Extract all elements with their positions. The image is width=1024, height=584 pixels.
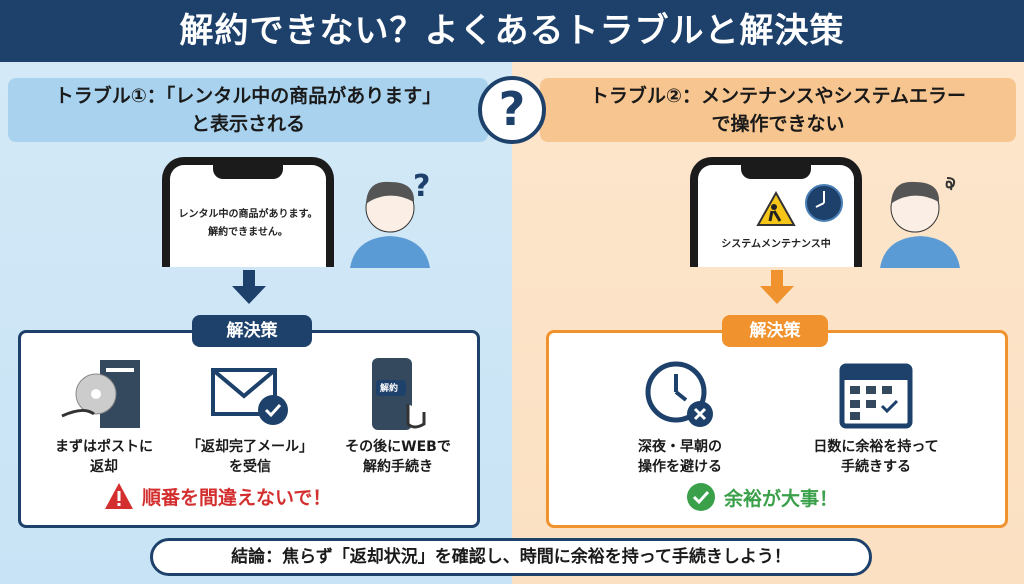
solution1-step3: 解約 その後にWEBで 解約手続き <box>328 355 468 477</box>
check-circle-icon <box>687 483 715 511</box>
worried-person-icon <box>880 177 960 268</box>
clock-x-icon <box>645 361 713 427</box>
screen-maintenance-text: システムメンテナンス中 <box>721 239 831 250</box>
solution2-step2: 日数に余裕を持って 手続きする <box>806 355 946 477</box>
trouble1-title-line1: トラブル①：「レンタル中の商品があります」 <box>54 85 442 107</box>
trouble2-heading: トラブル②：メンテナンスやシステムエラー で操作できない <box>540 78 1016 142</box>
question-mark-icon: ? <box>478 76 546 144</box>
trouble2-title-line1: トラブル②：メンテナンスやシステムエラー <box>589 85 967 107</box>
tip-message: 余裕が大事！ <box>686 482 838 512</box>
construction-warning-icon <box>756 191 796 226</box>
phone-maintenance-screen: システムメンテナンス中 <box>690 157 862 267</box>
down-arrow-icon <box>760 270 794 304</box>
solution1-label: 解決策 <box>192 315 312 347</box>
step2-text: 日数に余裕を持って 手続きする <box>813 439 939 475</box>
svg-text:?: ? <box>413 169 430 204</box>
screen-message-line2: 解約できません。 <box>208 227 288 238</box>
calendar-check-icon <box>839 363 913 429</box>
post-return-icon <box>61 360 140 428</box>
warning-text: 順番を間違えないで！ <box>142 486 332 509</box>
step2-text: 「返却完了メール」 を受信 <box>187 439 313 475</box>
cancel-badge: 解約 <box>380 384 399 394</box>
down-arrow-icon <box>232 270 266 304</box>
phone-tap-icon <box>372 358 426 430</box>
tip-text: 余裕が大事！ <box>724 487 839 510</box>
warning-icon <box>105 483 133 509</box>
solution2-step1: 深夜・早朝の 操作を避ける <box>610 355 750 477</box>
step1-text: まずはポストに 返却 <box>55 439 153 475</box>
page-title: 解約できない？よくあるトラブルと解決策 <box>0 0 1024 62</box>
mail-check-icon <box>211 368 288 425</box>
trouble2-title-line2: で操作できない <box>711 113 845 135</box>
clock-icon <box>805 184 843 222</box>
confused-person-icon: ? <box>350 169 430 268</box>
phone-error-screen: レンタル中の商品があります。 解約できません。 <box>162 157 334 267</box>
step3-text: その後にWEBで 解約手続き <box>345 439 451 475</box>
solution2-box <box>546 330 1008 528</box>
trouble1-title-line2: と表示される <box>190 113 305 135</box>
trouble1-heading: トラブル①：「レンタル中の商品があります」 と表示される <box>8 78 488 142</box>
step1-text: 深夜・早朝の 操作を避ける <box>638 439 722 475</box>
warning-message: 順番を間違えないで！ <box>104 482 331 510</box>
solution1-step2: 「返却完了メール」 を受信 <box>180 355 320 477</box>
solution2-label: 解決策 <box>722 315 828 347</box>
screen-message-line1: レンタル中の商品があります。 <box>178 209 318 220</box>
solution1-step1: まずはポストに 返却 <box>34 355 174 477</box>
conclusion-banner: 結論：焦らず「返却状況」を確認し、時間に余裕を持って手続きしよう！ <box>150 538 872 576</box>
